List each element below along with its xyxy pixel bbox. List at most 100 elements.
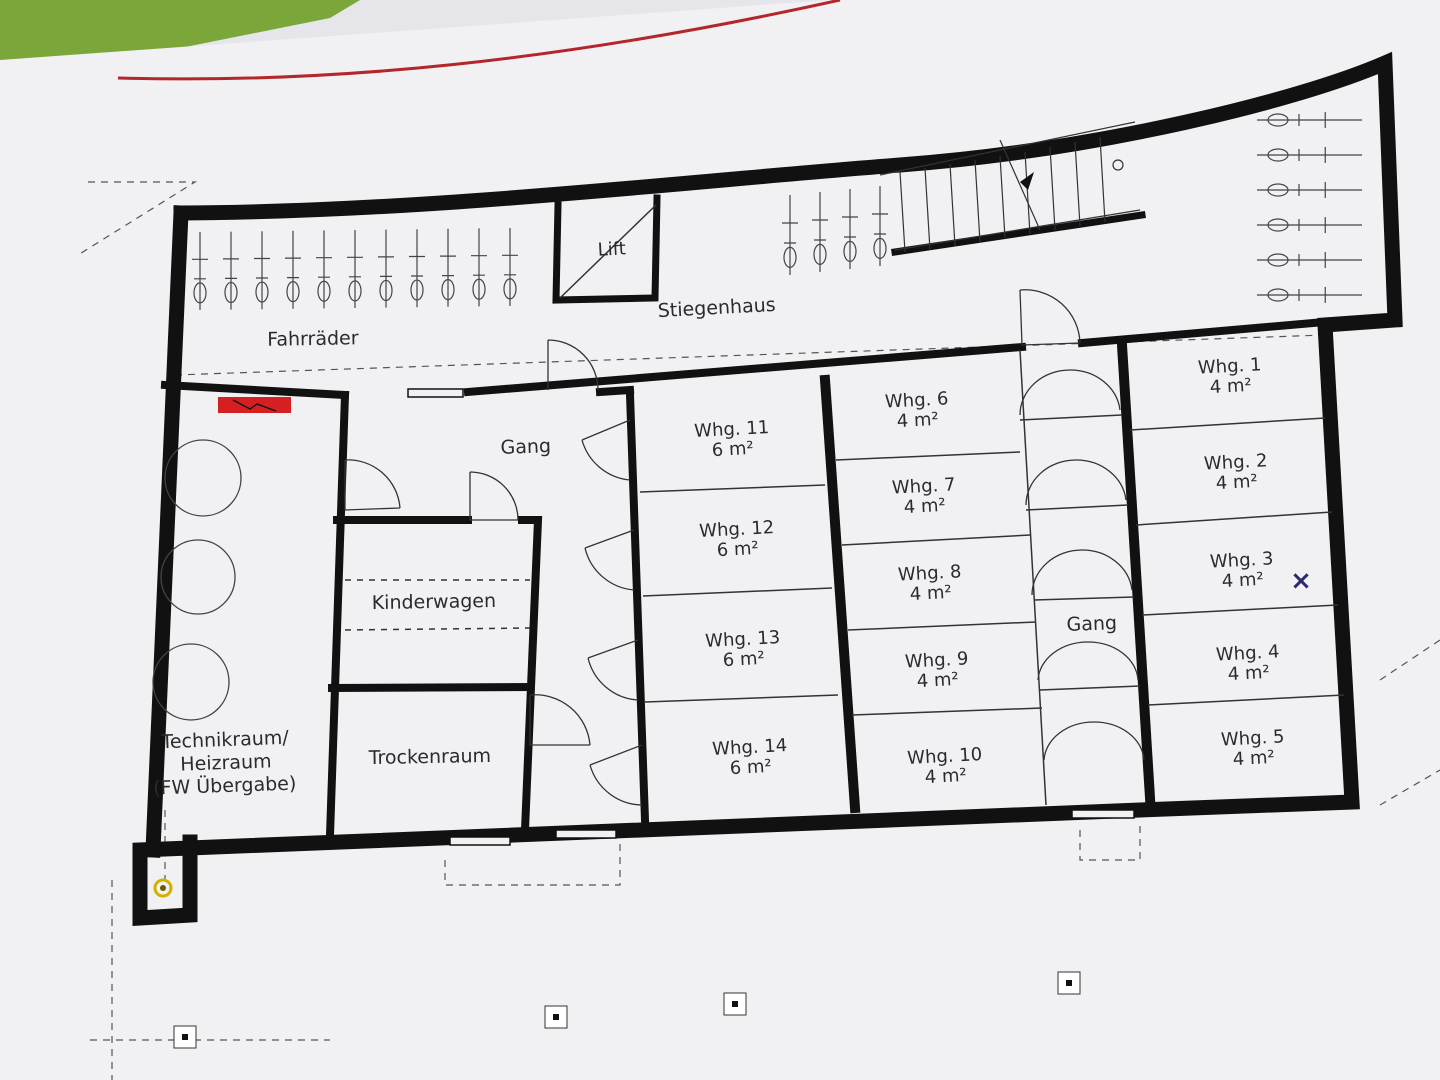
storage-unit-6: Whg. 64 m² bbox=[884, 388, 949, 432]
storage-unit-area: 4 m² bbox=[916, 669, 959, 692]
wall-bike-room bbox=[160, 380, 350, 400]
room-label-trockenraum: Trockenraum bbox=[368, 745, 492, 769]
bicycle-icon bbox=[285, 230, 301, 309]
room-label-gang-right: Gang bbox=[1066, 612, 1117, 636]
storage-unit-3: Whg. 34 m² bbox=[1209, 548, 1274, 592]
wall-units-6-10 bbox=[819, 374, 861, 814]
bicycle-icon bbox=[316, 230, 332, 309]
storage-unit-area: 4 m² bbox=[924, 765, 967, 788]
storage-unit-name: Whg. 14 bbox=[712, 735, 788, 760]
svg-text:Technikraum/: Technikraum/ bbox=[160, 727, 290, 753]
wall-units-1-5 bbox=[1116, 339, 1156, 804]
handwritten-x-mark: × bbox=[1290, 566, 1312, 596]
storage-unit-area: 4 m² bbox=[1209, 375, 1252, 398]
bicycle-icon bbox=[842, 189, 858, 269]
bicycle-icon bbox=[812, 192, 828, 272]
storage-unit-14: Whg. 146 m² bbox=[712, 735, 788, 779]
storage-unit-13: Whg. 136 m² bbox=[705, 627, 781, 671]
bicycle-icon bbox=[471, 228, 487, 307]
bicycle-icon bbox=[1257, 147, 1362, 163]
storage-unit-7: Whg. 74 m² bbox=[891, 474, 956, 518]
bicycle-icon bbox=[1257, 182, 1362, 198]
storage-unit-9: Whg. 94 m² bbox=[904, 648, 969, 692]
construction-lines bbox=[77, 181, 1440, 1080]
wall-trockenraum-top bbox=[327, 682, 533, 693]
storage-unit-area: 6 m² bbox=[716, 538, 759, 561]
staircase bbox=[879, 121, 1141, 253]
storage-unit-name: Whg. 13 bbox=[705, 627, 781, 652]
storage-unit-name: Whg. 7 bbox=[891, 474, 956, 498]
storage-unit-2: Whg. 24 m² bbox=[1203, 450, 1268, 494]
bicycle-icon bbox=[782, 195, 798, 275]
storage-unit-area: 4 m² bbox=[1221, 569, 1264, 592]
storage-unit-area: 4 m² bbox=[909, 582, 952, 605]
storage-unit-area: 4 m² bbox=[1227, 662, 1270, 685]
storage-unit-area: 6 m² bbox=[729, 756, 772, 779]
room-label-technik: Technikraum/ Heizraum (FW Übergabe) bbox=[153, 727, 297, 800]
storage-unit-name: Whg. 10 bbox=[907, 744, 983, 769]
technik-tanks bbox=[152, 439, 242, 721]
svg-text:Heizraum: Heizraum bbox=[180, 750, 272, 775]
bicycle-icon bbox=[1257, 112, 1362, 128]
room-label-kinderwagen: Kinderwagen bbox=[372, 590, 497, 614]
bicycle-icon bbox=[409, 229, 425, 308]
bicycle-icon bbox=[192, 232, 208, 310]
bicycle-icon bbox=[1257, 217, 1362, 233]
unit-partitions bbox=[344, 204, 1345, 806]
storage-unit-name: Whg. 2 bbox=[1203, 450, 1268, 474]
bicycle-icon bbox=[872, 186, 888, 266]
bicycle-icon bbox=[378, 229, 394, 308]
storage-unit-name: Whg. 8 bbox=[897, 561, 962, 585]
wall-units-top bbox=[1077, 317, 1330, 348]
storage-unit-name: Whg. 6 bbox=[884, 388, 949, 412]
storage-unit-area: 6 m² bbox=[722, 648, 765, 671]
storage-unit-11: Whg. 116 m² bbox=[694, 417, 770, 461]
bicycle-icon bbox=[1257, 252, 1362, 268]
storage-unit-5: Whg. 54 m² bbox=[1220, 726, 1285, 770]
lift-shaft bbox=[552, 194, 661, 304]
storage-unit-area: 4 m² bbox=[1232, 747, 1275, 770]
bicycle-icon bbox=[347, 230, 363, 308]
wall-segment bbox=[595, 385, 635, 397]
outer-wall bbox=[132, 51, 1403, 926]
stair-arrow bbox=[1020, 172, 1034, 190]
outer-wall-left bbox=[145, 205, 189, 858]
door-swings bbox=[344, 289, 1145, 806]
storage-unit-name: Whg. 3 bbox=[1209, 548, 1274, 572]
storage-unit-area: 4 m² bbox=[903, 495, 946, 518]
storage-unit-name: Whg. 1 bbox=[1197, 354, 1262, 378]
windows bbox=[407, 388, 1135, 846]
storage-unit-area: 6 m² bbox=[711, 438, 754, 461]
bicycle-icon bbox=[1257, 287, 1362, 303]
bicycle-icon bbox=[502, 228, 518, 306]
wall-technik bbox=[325, 390, 350, 840]
storage-unit-area: 4 m² bbox=[896, 409, 939, 432]
room-label-gang-left: Gang bbox=[500, 435, 551, 459]
storage-unit-name: Whg. 5 bbox=[1220, 726, 1285, 750]
wall-kinderwagen-right bbox=[518, 516, 543, 835]
wall-units-11-14 bbox=[625, 390, 650, 825]
bicycle-racks bbox=[192, 112, 1362, 310]
storage-unit-10: Whg. 104 m² bbox=[907, 744, 983, 788]
room-label-lift: Lift bbox=[597, 238, 626, 260]
stair-wall bbox=[891, 211, 1146, 256]
gas-marker-icon bbox=[153, 878, 173, 898]
storage-unit-area: 4 m² bbox=[1215, 471, 1258, 494]
room-label-fahrraeder: Fahrräder bbox=[267, 327, 359, 351]
storage-unit-8: Whg. 84 m² bbox=[897, 561, 962, 605]
bicycle-icon bbox=[223, 231, 239, 310]
storage-unit-name: Whg. 9 bbox=[904, 648, 969, 672]
storage-unit-1: Whg. 14 m² bbox=[1197, 354, 1262, 398]
red-boundary-line bbox=[117, 0, 841, 81]
bicycle-icon bbox=[254, 231, 270, 310]
storage-unit-name: Whg. 11 bbox=[694, 417, 770, 442]
storage-unit-4: Whg. 44 m² bbox=[1215, 641, 1280, 685]
column-markers bbox=[173, 971, 1081, 1049]
storage-unit-12: Whg. 126 m² bbox=[699, 517, 775, 561]
wall-corridor-top bbox=[463, 342, 1027, 397]
green-fabric-corner bbox=[0, 0, 360, 70]
storage-unit-name: Whg. 12 bbox=[699, 517, 775, 542]
bicycle-icon bbox=[440, 228, 456, 307]
storage-unit-name: Whg. 4 bbox=[1215, 641, 1280, 665]
